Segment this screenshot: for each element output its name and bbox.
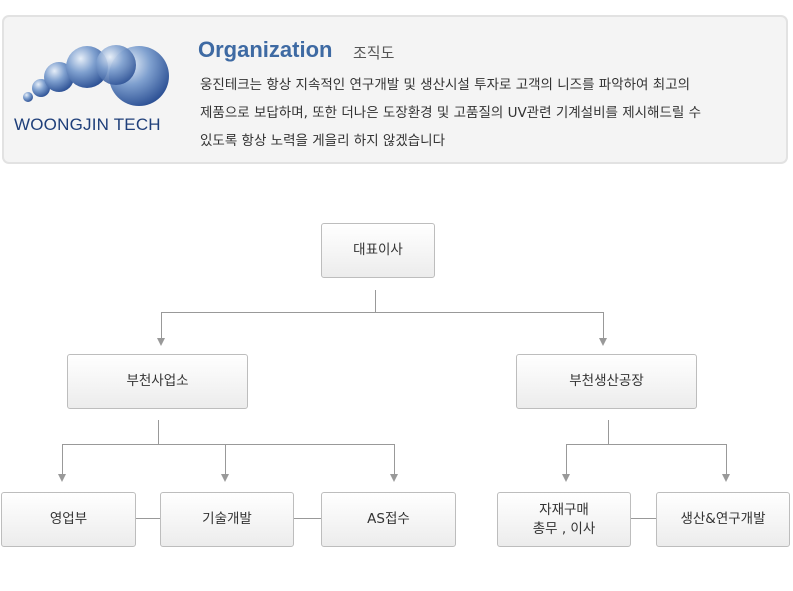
logo-bubbles-icon <box>23 45 169 106</box>
company-logo: WOONGJIN TECH <box>14 39 184 154</box>
page-title: Organization <box>198 37 333 62</box>
page-subtitle: 조직도 <box>353 44 395 62</box>
description-line: 웅진테크는 항상 지속적인 연구개발 및 생산시설 투자로 고객의 니즈를 파악… <box>200 77 691 93</box>
org-node-as-service: AS접수 <box>321 492 456 547</box>
description-line: 제품으로 보답하며, 또한 더나은 도장환경 및 고품질의 UV관련 기계설비를… <box>200 105 702 121</box>
description-line: 있도록 항상 노력을 게을리 하지 않겠습니다 <box>200 133 446 149</box>
org-node-purchasing: 자재구매 총무 , 이사 <box>497 492 631 547</box>
logo-text: WOONGJIN TECH <box>14 115 161 134</box>
org-node-branch-office: 부천사업소 <box>67 354 248 409</box>
org-node-ceo: 대표이사 <box>321 223 435 278</box>
org-node-branch-factory: 부천생산공장 <box>516 354 697 409</box>
header-panel: WOONGJIN TECH Organization 조직도 웅진테크는 항상 … <box>2 15 788 164</box>
org-node-sales: 영업부 <box>1 492 136 547</box>
node-line: 총무 , 이사 <box>532 520 596 537</box>
node-line: 자재구매 <box>539 501 589 518</box>
company-description: 웅진테크는 항상 지속적인 연구개발 및 생산시설 투자로 고객의 니즈를 파악… <box>200 71 760 155</box>
org-node-production-rnd: 생산&연구개발 <box>656 492 790 547</box>
org-node-tech-dev: 기술개발 <box>160 492 294 547</box>
